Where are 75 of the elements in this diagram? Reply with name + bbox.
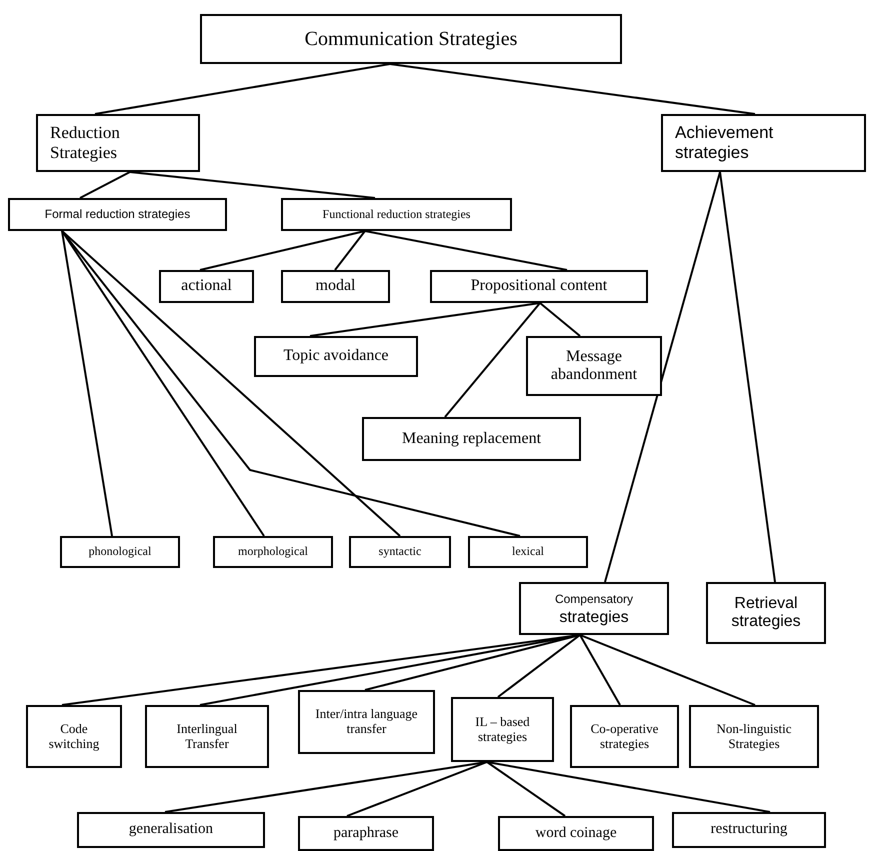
box-label: word coinage <box>535 824 617 842</box>
connector-line <box>310 302 540 337</box>
strategy-box <box>362 417 581 461</box>
connector-line <box>604 172 721 582</box>
box-label: Communication Strategies <box>304 28 518 50</box>
strategy-box <box>60 536 180 568</box>
connector-line <box>61 230 401 537</box>
box-label: IL – based strategies <box>474 714 531 744</box>
box-label: Topic avoidance <box>283 347 389 366</box>
connector-line <box>364 230 568 271</box>
box-label: syntactic <box>378 545 422 559</box>
box-label: Interlingual Transfer <box>176 722 238 752</box>
strategy-box <box>298 816 434 851</box>
box-label: Retrieval strategies <box>730 594 802 632</box>
strategy-box <box>570 705 679 768</box>
connector-line <box>539 302 581 337</box>
box-label: Message abandonment <box>550 348 638 384</box>
connector-line <box>486 761 770 813</box>
strategy-box <box>430 270 648 303</box>
box-label: Non-linguistic Strategies <box>715 722 793 752</box>
strategy-box <box>281 270 390 303</box>
connector-line <box>497 634 581 698</box>
box-label: Formal reduction strategies <box>44 208 190 222</box>
box-label: Inter/intra language transfer <box>314 707 419 737</box>
box-label: morphological <box>238 545 308 559</box>
box-label: Meaning replacement <box>402 430 542 448</box>
strategy-box <box>706 582 826 644</box>
strategy-box <box>26 705 122 768</box>
connector-line <box>130 171 376 199</box>
strategy-box <box>254 336 418 377</box>
strategy-box <box>519 582 669 635</box>
strategy-box <box>298 690 435 754</box>
box-label: Achievement strategies <box>675 123 774 163</box>
connector-line <box>61 230 113 536</box>
strategy-box <box>159 270 254 303</box>
box-label: Propositional content <box>470 277 608 296</box>
box-label: generalisation <box>128 821 214 839</box>
connector-line <box>61 230 520 537</box>
connector-line <box>486 761 566 817</box>
box-label: Functional reduction strategies <box>322 208 470 222</box>
strategy-box <box>213 536 333 568</box>
strategy-box <box>349 536 451 568</box>
strategy-box <box>200 14 622 64</box>
connector-line <box>200 230 366 271</box>
connector-line <box>80 171 130 199</box>
box-label: Reduction Strategies <box>50 123 121 163</box>
strategy-box <box>281 198 512 231</box>
connector-line <box>390 63 756 115</box>
strategy-box <box>689 705 819 768</box>
box-label: actional <box>181 277 232 296</box>
strategy-box <box>77 812 265 848</box>
strategy-box <box>36 114 200 172</box>
box-label: Compensatory strategies <box>554 591 634 627</box>
box-label: lexical <box>512 545 544 559</box>
strategy-box <box>526 336 662 396</box>
strategy-box <box>451 697 554 762</box>
strategy-box <box>145 705 269 768</box>
box-label: restructuring <box>710 821 788 839</box>
connector-line <box>334 230 366 271</box>
connector-line <box>579 634 621 706</box>
strategy-box <box>468 536 588 568</box>
box-label: Code switching <box>48 722 100 752</box>
strategy-box <box>672 812 826 848</box>
box-label: phonological <box>88 545 152 559</box>
connector-line <box>719 172 776 582</box>
box-label: paraphrase <box>334 824 398 842</box>
connector-line <box>444 302 541 418</box>
strategy-box <box>498 816 654 851</box>
connector-line <box>346 761 488 817</box>
strategy-box <box>661 114 866 172</box>
connector-line <box>94 63 390 115</box>
box-label: Co-operative strategies <box>590 722 660 752</box>
box-label: modal <box>316 277 356 296</box>
connector-line <box>580 634 756 706</box>
strategy-box <box>8 198 227 231</box>
